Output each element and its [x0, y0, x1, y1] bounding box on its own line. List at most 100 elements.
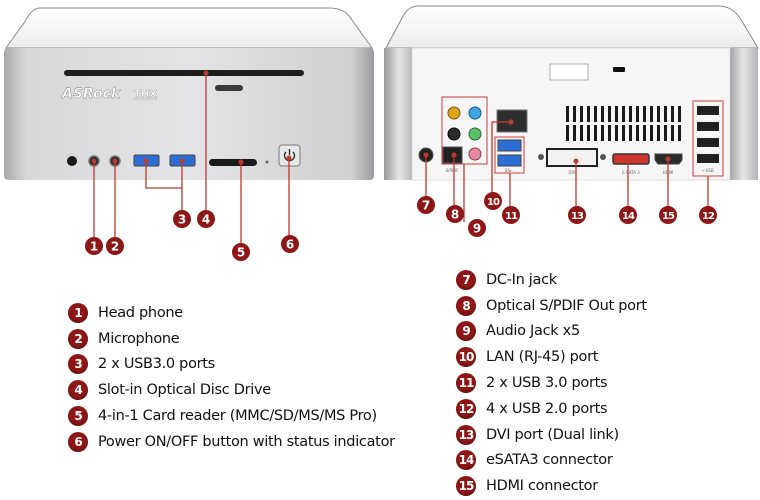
legend-badge: 6 — [68, 431, 88, 452]
eject-button[interactable] — [215, 85, 243, 91]
legend-badge: 4 — [68, 380, 88, 401]
svg-text:4: 4 — [202, 213, 210, 227]
legend-badge: 12 — [456, 398, 476, 419]
rear-usb2-port-3[interactable] — [697, 138, 719, 147]
svg-text:11: 11 — [505, 211, 518, 222]
legend-label: Optical S/PDIF Out port — [486, 297, 647, 314]
svg-text:2: 2 — [111, 240, 119, 254]
legend-label: Slot-in Optical Disc Drive — [98, 382, 271, 399]
dvi-port[interactable] — [546, 148, 598, 167]
audio-jack-black[interactable] — [447, 127, 461, 141]
legend-badge: 5 — [68, 406, 88, 427]
rear-usb2-port-4[interactable] — [697, 154, 719, 163]
kensington-lock-slot — [613, 67, 625, 72]
rear-usb2-port-2[interactable] — [697, 122, 719, 131]
legend-badge: 2 — [68, 328, 88, 349]
rear-usb2-port-1[interactable] — [697, 106, 719, 115]
legend-label: 2 x USB 3.0 ports — [486, 375, 608, 392]
spdif-port-label: S/PDIF — [446, 168, 460, 173]
rear-usb3-port-2[interactable] — [497, 154, 522, 167]
callout-badge-9: 9 — [468, 219, 486, 237]
legend-item: 4 Slot-in Optical Disc Drive — [68, 377, 395, 403]
legend-badge: 10 — [456, 347, 476, 368]
asrock-logo: ASRock — [61, 86, 122, 102]
thx-logo: THX — [134, 89, 157, 100]
esata-port-label: E-SATA 3 — [622, 170, 640, 175]
svg-text:15: 15 — [662, 211, 675, 222]
legend-label: 2 x USB3.0 ports — [98, 356, 215, 373]
legend-badge: 15 — [456, 476, 476, 497]
usb2-port-label: ←USB — [702, 168, 714, 173]
legend-label: DVI port (Dual link) — [486, 426, 619, 443]
legend-item: 9 Audio Jack x5 — [456, 319, 647, 345]
legend-label: Audio Jack x5 — [486, 323, 580, 340]
status-led — [265, 160, 269, 164]
callout-badge-15: 15 — [659, 206, 677, 224]
callout-badge-6: 6 — [281, 235, 299, 253]
svg-text:12: 12 — [702, 211, 715, 222]
rear-leader-lines — [425, 121, 709, 222]
callout-badge-2: 2 — [106, 237, 124, 255]
legend-badge: 3 — [68, 354, 88, 375]
legend-badge: 8 — [456, 295, 476, 316]
svg-text:14: 14 — [622, 211, 635, 222]
rear-usb3-port-1[interactable] — [497, 139, 522, 152]
dvi-screw-right — [600, 154, 606, 160]
callout-badge-4: 4 — [197, 210, 215, 228]
rear-view: S/PDIF SS← DVI E-SATA 3 HDMI ←USB — [384, 5, 759, 237]
front-jack-spdif[interactable] — [67, 156, 77, 166]
callout-badge-10: 10 — [484, 192, 502, 210]
optical-drive-slot — [64, 70, 304, 76]
legend-item: 8 Optical S/PDIF Out port — [456, 293, 647, 319]
card-reader-slot[interactable] — [209, 159, 257, 166]
legend-item: 14 eSATA3 connector — [456, 448, 647, 474]
rear-side-right — [728, 48, 758, 180]
svg-text:10: 10 — [487, 197, 500, 208]
svg-text:13: 13 — [571, 211, 584, 222]
front-leader-lines — [93, 73, 290, 246]
audio-jack-orange[interactable] — [447, 106, 461, 120]
callout-badge-13: 13 — [568, 206, 586, 224]
rear-label-plate — [549, 63, 589, 81]
audio-jack-blue[interactable] — [468, 106, 482, 120]
audio-jack-pink[interactable] — [468, 147, 482, 161]
legend-badge: 13 — [456, 424, 476, 445]
rear-side-left — [384, 48, 414, 180]
front-view: ASRock THX 1 2 — [4, 7, 374, 261]
svg-text:8: 8 — [451, 208, 459, 222]
product-diagram: ASRock THX 1 2 — [4, 5, 759, 261]
legend-item: 11 2 x USB 3.0 ports — [456, 370, 647, 396]
legend-label: Head phone — [98, 304, 183, 321]
legend-badge: 9 — [456, 321, 476, 342]
legend-label: Power ON/OFF button with status indicato… — [98, 433, 395, 450]
legend-label: Microphone — [98, 330, 180, 347]
svg-text:3: 3 — [178, 213, 186, 227]
legend-badge: 11 — [456, 373, 476, 394]
legend-item: 12 4 x USB 2.0 ports — [456, 396, 647, 422]
legend-badge: 14 — [456, 450, 476, 471]
legend-item: 2 Microphone — [68, 326, 395, 352]
rear-leader-dots — [423, 119, 671, 164]
audio-jack-green[interactable] — [468, 127, 482, 141]
front-leader-dots — [91, 70, 292, 165]
callout-badge-8: 8 — [446, 205, 464, 223]
callout-badge-5: 5 — [232, 243, 250, 261]
legend-label: eSATA3 connector — [486, 452, 613, 469]
vent-grille — [566, 106, 681, 141]
esata-port[interactable] — [612, 153, 650, 165]
usb3-port-label: SS← — [505, 168, 514, 173]
dvi-port-label: DVI — [569, 170, 576, 175]
callout-badge-12: 12 — [699, 206, 717, 224]
legend-badge: 1 — [68, 302, 88, 323]
callout-badge-14: 14 — [619, 206, 637, 224]
svg-text:6: 6 — [286, 238, 294, 252]
svg-text:7: 7 — [422, 199, 430, 213]
callout-badge-1: 1 — [85, 237, 103, 255]
legend-item: 6 Power ON/OFF button with status indicat… — [68, 429, 395, 455]
legend-item: 3 2 x USB3.0 ports — [68, 352, 395, 378]
legend-label: 4 x USB 2.0 ports — [486, 400, 608, 417]
front-case-top — [5, 7, 373, 49]
